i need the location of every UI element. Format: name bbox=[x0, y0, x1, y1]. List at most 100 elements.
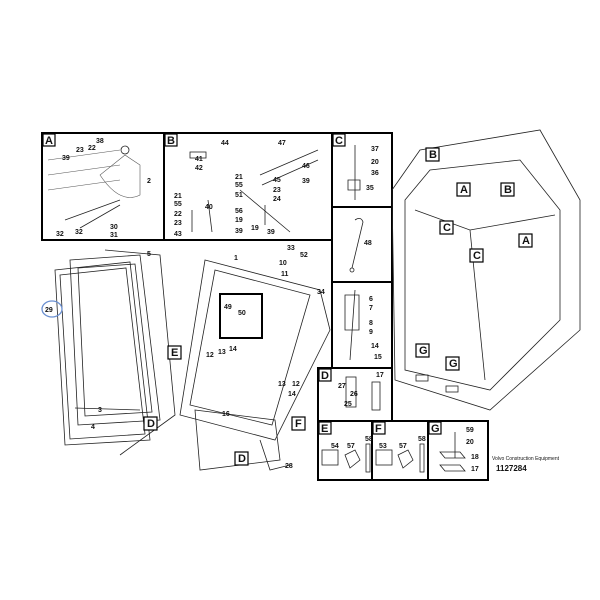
callout-a: A bbox=[522, 235, 530, 247]
panel-letter-f: F bbox=[375, 423, 382, 435]
part-number: 49 bbox=[224, 304, 232, 311]
part-number: 12 bbox=[292, 381, 300, 388]
part-number: 42 bbox=[195, 165, 203, 172]
part-number: 28 bbox=[285, 463, 293, 470]
part-number: 46 bbox=[302, 163, 310, 170]
part-numbers: 39 23 22 38 2 32 32 30 31 44 47 41 42 21… bbox=[45, 138, 479, 473]
callout-g: G bbox=[419, 345, 428, 357]
part-number: 14 bbox=[229, 346, 237, 353]
part-number: 39 bbox=[267, 229, 275, 236]
callout-c: C bbox=[473, 250, 481, 262]
part-number: 27 bbox=[338, 383, 346, 390]
part-number: 2 bbox=[147, 178, 151, 185]
part-number: 34 bbox=[317, 289, 325, 296]
part-number: 32 bbox=[56, 231, 64, 238]
part-number: 52 bbox=[300, 252, 308, 259]
part-number: 8 bbox=[369, 320, 373, 327]
part-number: 53 bbox=[379, 443, 387, 450]
part-number: 58 bbox=[365, 436, 373, 443]
callout-e: E bbox=[171, 347, 178, 359]
part-number: 21 bbox=[235, 174, 243, 181]
part-number: 4 bbox=[91, 424, 95, 431]
part-number: 6 bbox=[369, 296, 373, 303]
part-number: 32 bbox=[75, 229, 83, 236]
part-number: 14 bbox=[371, 343, 379, 350]
part-number: 39 bbox=[235, 228, 243, 235]
part-number: 37 bbox=[371, 146, 379, 153]
part-number: 25 bbox=[344, 401, 352, 408]
part-number: 56 bbox=[235, 208, 243, 215]
part-number: 9 bbox=[369, 329, 373, 336]
company-label: Volvo Construction Equipment bbox=[492, 456, 560, 462]
callout-b: B bbox=[429, 149, 437, 161]
part-number: 15 bbox=[374, 354, 382, 361]
part-number: 59 bbox=[466, 427, 474, 434]
panel-letter-a: A bbox=[45, 135, 53, 147]
part-number: 55 bbox=[174, 201, 182, 208]
part-number: 41 bbox=[195, 156, 203, 163]
part-number: 7 bbox=[369, 305, 373, 312]
part-number: 22 bbox=[88, 145, 96, 152]
callout-g: G bbox=[449, 358, 458, 370]
part-number: 19 bbox=[235, 217, 243, 224]
callout-a: A bbox=[460, 184, 468, 196]
callout-b: B bbox=[504, 184, 512, 196]
part-number: 39 bbox=[302, 178, 310, 185]
part-number: 36 bbox=[371, 170, 379, 177]
part-number: 47 bbox=[278, 140, 286, 147]
part-number: 17 bbox=[471, 466, 479, 473]
part-number: 44 bbox=[221, 140, 229, 147]
part-number: 19 bbox=[251, 225, 259, 232]
part-number: 16 bbox=[222, 411, 230, 418]
part-number: 54 bbox=[331, 443, 339, 450]
panel-letter-c: C bbox=[335, 135, 343, 147]
part-number: 38 bbox=[96, 138, 104, 145]
drawing-number: 1127284 bbox=[496, 464, 527, 473]
part-number: 48 bbox=[364, 240, 372, 247]
part-number: 50 bbox=[238, 310, 246, 317]
callout-c: C bbox=[443, 222, 451, 234]
part-number: 57 bbox=[347, 443, 355, 450]
callout-letters: B A C B A C G G E D F D bbox=[41, 147, 533, 466]
part-number: 23 bbox=[273, 187, 281, 194]
callout-d: D bbox=[147, 418, 155, 430]
part-number[interactable]: 29 bbox=[45, 307, 53, 314]
part-number: 39 bbox=[62, 155, 70, 162]
part-number: 51 bbox=[235, 192, 243, 199]
part-number: 20 bbox=[466, 439, 474, 446]
part-number: 23 bbox=[76, 147, 84, 154]
part-number: 17 bbox=[376, 372, 384, 379]
part-number: 1 bbox=[234, 255, 238, 262]
part-number: 57 bbox=[399, 443, 407, 450]
part-number: 43 bbox=[174, 231, 182, 238]
part-number: 30 bbox=[110, 224, 118, 231]
part-number: 23 bbox=[174, 220, 182, 227]
part-number: 14 bbox=[288, 391, 296, 398]
part-number: 18 bbox=[471, 454, 479, 461]
part-number: 13 bbox=[218, 349, 226, 356]
part-number: 22 bbox=[174, 211, 182, 218]
panel-letter-b: B bbox=[167, 135, 175, 147]
part-number: 10 bbox=[279, 260, 287, 267]
footer: Volvo Construction Equipment 1127284 bbox=[492, 456, 560, 473]
panel-letter-g: G bbox=[431, 423, 440, 435]
part-number: 13 bbox=[278, 381, 286, 388]
detail-frames bbox=[41, 132, 489, 481]
part-number: 11 bbox=[281, 271, 289, 278]
callout-f: F bbox=[295, 418, 302, 430]
part-number: 5 bbox=[147, 251, 151, 258]
part-number: 33 bbox=[287, 245, 295, 252]
part-number: 12 bbox=[206, 352, 214, 359]
part-number: 24 bbox=[273, 196, 281, 203]
part-number: 26 bbox=[350, 391, 358, 398]
part-number: 31 bbox=[110, 232, 118, 239]
part-number: 45 bbox=[273, 177, 281, 184]
part-sketches bbox=[47, 129, 581, 473]
part-number: 35 bbox=[366, 185, 374, 192]
callout-d: D bbox=[238, 453, 246, 465]
part-number: 21 bbox=[174, 193, 182, 200]
part-number: 20 bbox=[371, 159, 379, 166]
part-number: 58 bbox=[418, 436, 426, 443]
